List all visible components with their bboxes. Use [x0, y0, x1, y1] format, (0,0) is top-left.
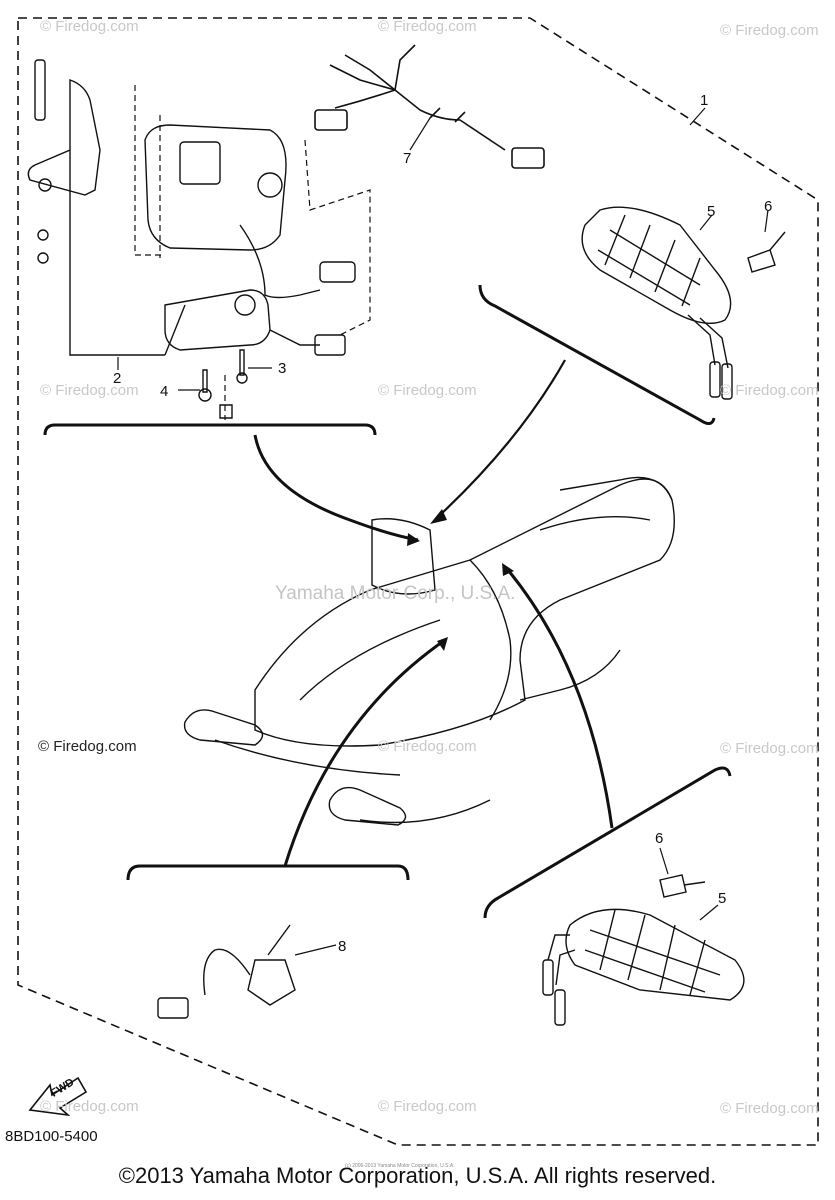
grip-warmer-icon: [542, 908, 745, 1026]
heater-switch-icon: [157, 924, 296, 1019]
watermark: © Firedog.com: [378, 18, 477, 35]
callout-5-bottom: 5: [718, 890, 727, 907]
watermark: © Firedog.com: [720, 22, 819, 39]
fwd-arrow-icon: [28, 1076, 88, 1117]
screw-icon: [198, 349, 248, 419]
callout-5-top: 5: [707, 203, 716, 220]
controller-unit: [144, 124, 356, 356]
callout-6-bottom: 6: [655, 830, 664, 847]
callout-1: 1: [700, 92, 709, 109]
grip-warmer-icon: [581, 206, 733, 400]
kit-boundary: [17, 17, 819, 1146]
watermark: © Firedog.com: [40, 1098, 139, 1115]
leader-top-left: [253, 434, 419, 542]
group-bracket-top-left: [43, 423, 377, 436]
callout-2: 2: [113, 370, 122, 387]
watermark-center: Yamaha Motor Corp., U.S.A.: [275, 583, 516, 604]
screw-icon: [747, 231, 786, 273]
group-bracket-top-right: [478, 284, 716, 425]
callout-8: 8: [338, 938, 347, 955]
watermark: © Firedog.com: [720, 382, 819, 399]
wire-harness: [314, 44, 545, 169]
mounting-bracket: [27, 59, 186, 356]
watermark: © Firedog.com: [378, 382, 477, 399]
snowmobile-icon: [183, 476, 675, 826]
leader-bottom-left: [283, 638, 446, 867]
watermark: © Firedog.com: [40, 18, 139, 35]
callout-7: 7: [403, 150, 412, 167]
watermark-dark: © Firedog.com: [38, 738, 137, 755]
diagram-code: 8BD100-5400: [5, 1128, 98, 1145]
watermark: © Firedog.com: [378, 1098, 477, 1115]
group-bracket-bottom-right: [483, 766, 732, 919]
callout-3: 3: [278, 360, 287, 377]
watermark: © Firedog.com: [720, 1100, 819, 1117]
watermark: © Firedog.com: [378, 738, 477, 755]
tiny-note: (c) 2006-2013 Yamaha Motor Corporation, …: [345, 1163, 455, 1169]
watermark: © Firedog.com: [40, 382, 139, 399]
group-bracket-bottom-left: [126, 864, 410, 881]
screw-icon: [659, 874, 706, 898]
copyright: ©2013 Yamaha Motor Corporation, U.S.A. A…: [118, 1163, 717, 1188]
watermark: © Firedog.com: [720, 740, 819, 757]
callout-4: 4: [160, 383, 169, 400]
callout-6-top: 6: [764, 198, 773, 215]
leader-top-right: [439, 359, 566, 516]
